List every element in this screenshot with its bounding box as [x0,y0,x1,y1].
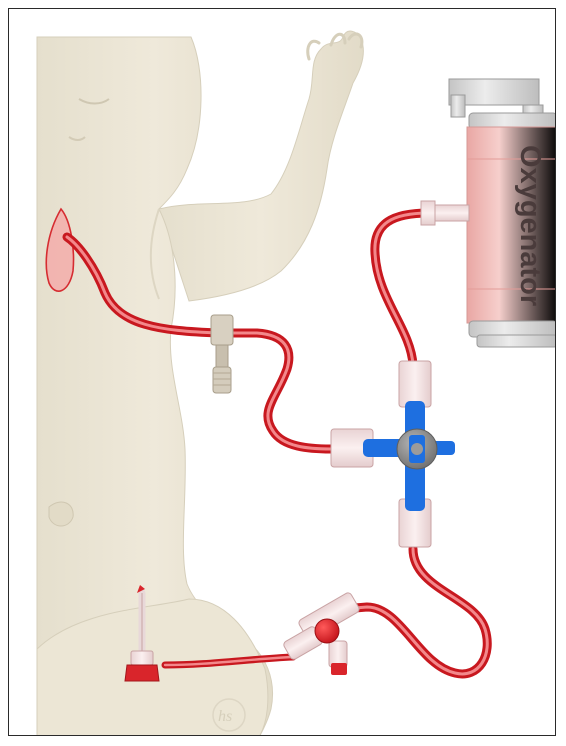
femoral-stopcock [282,591,360,675]
oxygenator-label: Oxygenator [514,145,546,306]
femoral-stopcock-knob [315,619,339,643]
tubing-manifold-to-femoral [343,549,487,674]
manifold-stopcock [331,361,455,547]
watermark-text: hs [218,708,232,725]
figure-frame: Oxygenator hs [8,8,556,736]
infant-navel [49,502,73,526]
ecmo-circuit-illustration: Oxygenator hs [9,9,556,736]
oxygenator: Oxygenator [421,79,556,347]
luer-connector [211,315,233,393]
